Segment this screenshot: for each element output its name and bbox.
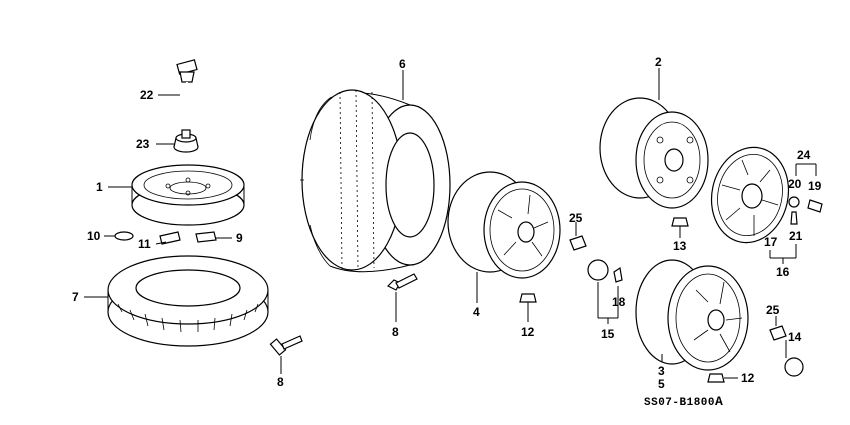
wheel-cover-part-17[interactable] (703, 140, 797, 250)
balance-weight-part-9[interactable] (195, 231, 217, 243)
callout-9: 9 (236, 231, 243, 245)
callout-24: 24 (797, 148, 811, 162)
tire-valve-part-8-left[interactable] (269, 335, 303, 356)
callout-1: 1 (96, 180, 103, 194)
callout-19: 19 (808, 179, 822, 193)
callout-8-middle: 8 (392, 325, 399, 339)
tire-valve-part-8-middle[interactable] (386, 273, 418, 291)
callout-22: 22 (140, 88, 154, 102)
tire-part-6[interactable] (300, 89, 451, 273)
callout-23: 23 (136, 137, 150, 151)
balance-weight-part-10[interactable] (114, 231, 134, 241)
balance-weight-part-12-lower[interactable] (707, 373, 725, 383)
spare-tire-part-7[interactable] (107, 255, 269, 347)
callout-25-lower: 25 (766, 303, 780, 317)
callout-7: 7 (72, 290, 79, 304)
center-cap-part-15[interactable] (587, 259, 609, 281)
callout-5: 5 (658, 377, 665, 391)
alloy-wheel-part-4[interactable] (447, 171, 561, 279)
callout-12-lower: 12 (741, 371, 755, 385)
callout-4: 4 (473, 305, 480, 319)
callout-8-left: 8 (277, 375, 284, 389)
nut-part-19[interactable] (807, 199, 823, 213)
clip-part-18[interactable] (613, 266, 623, 283)
callout-11: 11 (138, 237, 151, 251)
wheel-nut-part-25-lower[interactable] (769, 325, 787, 341)
spring-part-20[interactable] (788, 196, 800, 208)
callout-16: 16 (776, 265, 790, 279)
clip-part-13[interactable] (671, 217, 689, 227)
callout-6: 6 (399, 57, 406, 71)
callout-17: 17 (764, 235, 778, 249)
retainer-part-21[interactable] (790, 211, 798, 225)
callout-2: 2 (655, 55, 662, 69)
drawing-code: SS07-B1800A (644, 394, 723, 409)
steel-wheel-part-2[interactable] (599, 97, 709, 209)
callout-25-upper: 25 (569, 211, 583, 225)
callout-14: 14 (788, 330, 802, 344)
center-cap-part-14[interactable] (784, 357, 804, 377)
callout-12-middle: 12 (521, 325, 535, 339)
alloy-wheel-part-3[interactable] (635, 259, 749, 371)
callout-21: 21 (789, 229, 803, 243)
wing-nut-part-23[interactable] (173, 129, 199, 153)
callout-3: 3 (658, 364, 665, 378)
callout-20: 20 (788, 177, 802, 191)
callout-18: 18 (612, 295, 626, 309)
wheel-nut-part-25-upper[interactable] (569, 235, 587, 251)
balance-weight-part-12-middle[interactable] (519, 293, 537, 303)
callout-13: 13 (673, 239, 687, 253)
callout-15: 15 (601, 327, 615, 341)
spare-disk-wheel-part-1[interactable] (131, 164, 245, 226)
balance-weight-part-11[interactable] (159, 231, 181, 245)
callout-10: 10 (87, 229, 101, 243)
spare-hold-down-bolt-part-22[interactable] (176, 59, 198, 112)
